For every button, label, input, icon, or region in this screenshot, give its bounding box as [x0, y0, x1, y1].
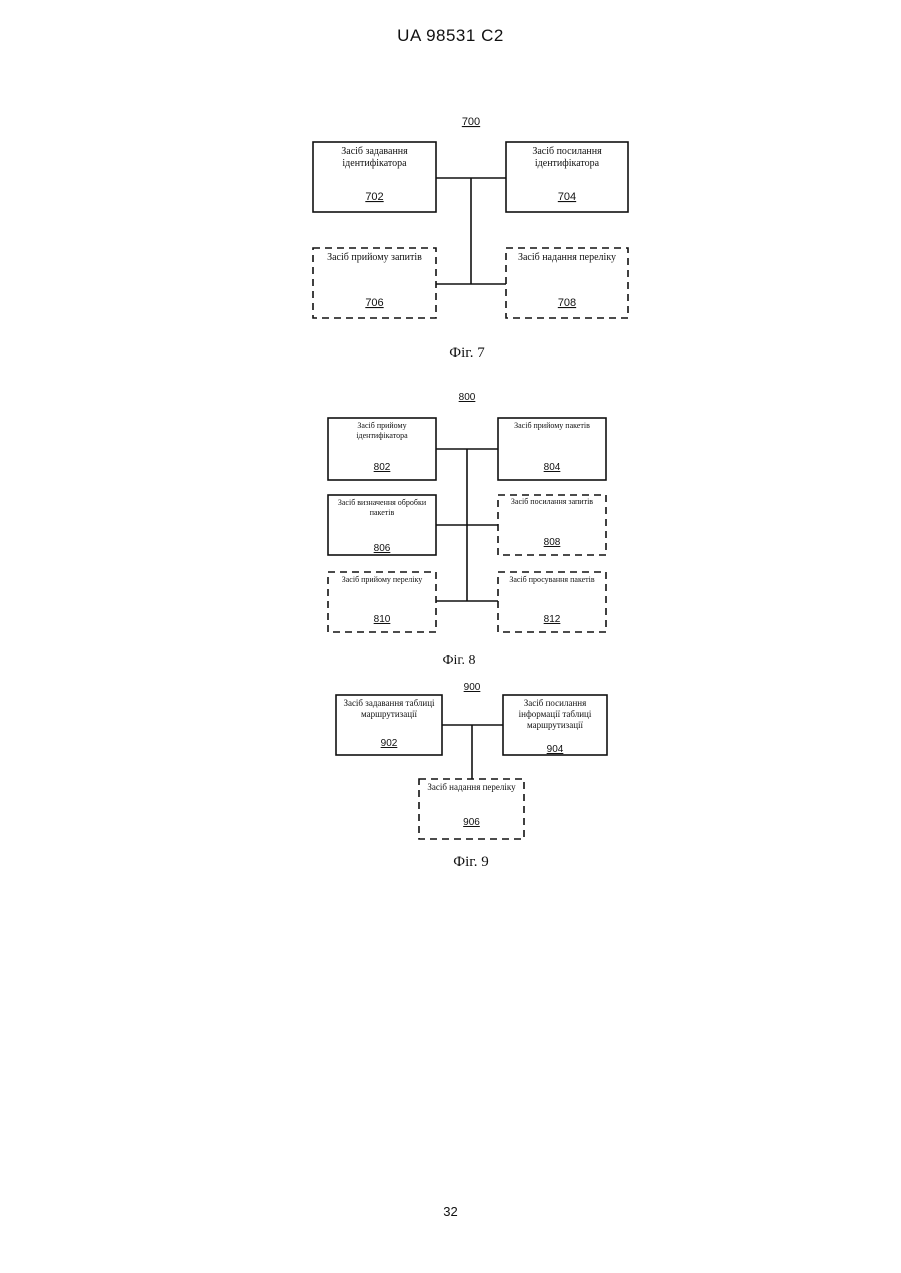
block-804-reference: 804 [544, 462, 561, 473]
block-812-label-line: Засіб просування пакетів [509, 575, 595, 584]
block-810-label-line: Засіб прийому переліку [342, 575, 423, 584]
block-708-reference: 708 [558, 297, 576, 309]
block-810-reference: 810 [374, 614, 391, 625]
block-702-label-line: Засіб задавання [341, 146, 408, 157]
block-902-label-line: Засіб задавання таблиці [343, 698, 435, 708]
fig9-reference: 900 [464, 682, 481, 693]
block-812: Засіб просування пакетів 812 [498, 572, 606, 632]
block-704-reference: 704 [558, 191, 576, 203]
fig8-caption: Фіг. 8 [442, 653, 475, 668]
block-702: Засіб задаванняідентифікатора 702 [313, 142, 436, 212]
block-808-label-line: Засіб посилання запитів [511, 497, 593, 506]
block-806-label-line: Засіб визначення обробки [338, 498, 427, 507]
block-904-reference: 904 [547, 744, 564, 755]
fig7-caption: Фіг. 7 [449, 345, 485, 361]
fig9-caption: Фіг. 9 [453, 854, 488, 870]
block-808-reference: 808 [544, 537, 561, 548]
block-704-label-line: Засіб посилання [532, 146, 602, 157]
block-708-label-line: Засіб надання переліку [518, 252, 616, 263]
block-902: Засіб задавання таблицімаршрутизації 902 [336, 695, 442, 755]
block-906-label-line: Засіб надання переліку [427, 782, 516, 792]
block-708: Засіб надання переліку 708 [506, 248, 628, 318]
block-812-reference: 812 [544, 614, 561, 625]
page-number: 32 [0, 1204, 901, 1219]
block-904: Засіб посиланняінформації таблицімаршрут… [503, 695, 607, 755]
block-802-reference: 802 [374, 462, 391, 473]
block-806-reference: 806 [374, 543, 391, 554]
block-810: Засіб прийому переліку 810 [328, 572, 436, 632]
block-802: Засіб прийомуідентифікатора 802 [328, 418, 436, 480]
block-702-reference: 702 [365, 191, 383, 203]
block-906-reference: 906 [463, 817, 480, 828]
block-804: Засіб прийому пакетів 804 [498, 418, 606, 480]
block-704: Засіб посиланняідентифікатора 704 [506, 142, 628, 212]
block-804-label-line: Засіб прийому пакетів [514, 421, 590, 430]
block-802-label-line: Засіб прийому [357, 421, 406, 430]
block-806-label-line: пакетів [370, 508, 395, 517]
block-904-label-line: Засіб посилання [524, 698, 586, 708]
block-904-label-line: маршрутизації [527, 720, 584, 730]
block-704-label-line: ідентифікатора [535, 158, 600, 169]
block-906: Засіб надання переліку 906 [419, 779, 524, 839]
block-802-label-line: ідентифікатора [356, 431, 408, 440]
block-706-label-line: Засіб прийому запитів [327, 252, 422, 263]
fig7-reference: 700 [462, 116, 480, 128]
fig8-reference: 800 [459, 392, 476, 403]
block-904-label-line: інформації таблиці [519, 709, 592, 719]
block-706: Засіб прийому запитів 706 [313, 248, 436, 318]
block-702-label-line: ідентифікатора [342, 158, 407, 169]
block-706-reference: 706 [365, 297, 383, 309]
block-902-label-line: маршрутизації [361, 709, 418, 719]
block-806: Засіб визначення обробкипакетів 806 [328, 495, 436, 555]
block-902-reference: 902 [381, 738, 398, 749]
block-808: Засіб посилання запитів 808 [498, 495, 606, 555]
